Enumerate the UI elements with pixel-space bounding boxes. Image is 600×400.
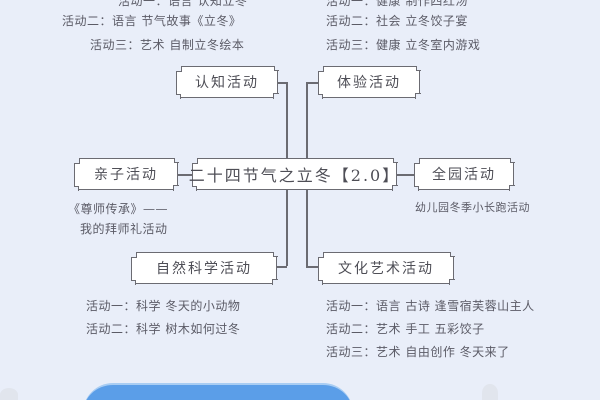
node-parent-child-activities[interactable]: 亲子活动 — [73, 157, 179, 191]
center-topic-label: 二十四节气之立冬【2.0】 — [188, 166, 401, 185]
connector-science-h — [277, 266, 287, 268]
cognitive-item-2: 活动二：语言 节气故事《立冬》 — [62, 14, 242, 28]
node-center-topic[interactable]: 二十四节气之立冬【2.0】 — [188, 157, 401, 191]
experience-item-2: 活动二：社会 立冬饺子宴 — [326, 14, 468, 28]
cognitive-item-3: 活动三：艺术 自制立冬绘本 — [90, 38, 245, 52]
connector-culture-h — [306, 266, 320, 268]
bottom-banner — [83, 383, 353, 400]
connector-wholepark-h — [396, 174, 414, 176]
node-cognitive-activities[interactable]: 认知活动 — [175, 65, 279, 99]
experience-item-1: 活动一：健康 制作四红汤 — [326, 0, 468, 8]
node-experience-activities[interactable]: 体验活动 — [317, 65, 421, 99]
decorative-tree-left — [0, 388, 18, 400]
node-whole-park-label: 全园活动 — [432, 167, 496, 183]
culture-art-item-2: 活动二：艺术 手工 五彩饺子 — [326, 322, 485, 336]
node-parent-child-label: 亲子活动 — [94, 167, 158, 183]
parent-child-item-2: 我的拜师礼活动 — [80, 222, 168, 236]
node-cognitive-label: 认知活动 — [195, 75, 259, 91]
node-science-label: 自然科学活动 — [156, 261, 252, 277]
connector-cognitive-h — [277, 82, 287, 84]
node-whole-park-activities[interactable]: 全园活动 — [413, 157, 515, 191]
node-culture-art-label: 文化艺术活动 — [338, 261, 434, 277]
connector-culture-v — [306, 190, 308, 266]
science-item-2: 活动二：科学 树木如何过冬 — [86, 322, 241, 336]
cognitive-item-1: 活动一：语言 认知立冬 — [118, 0, 248, 8]
connector-experience-v — [306, 82, 308, 158]
science-item-1: 活动一：科学 冬天的小动物 — [86, 299, 241, 313]
decorative-tree-right — [482, 384, 498, 400]
connector-parent-h — [178, 174, 192, 176]
node-experience-label: 体验活动 — [337, 75, 401, 91]
culture-art-item-1: 活动一：语言 古诗 逢雪宿芙蓉山主人 — [326, 299, 535, 313]
culture-art-item-3: 活动三：艺术 自由创作 冬天来了 — [326, 345, 510, 359]
node-culture-art-activities[interactable]: 文化艺术活动 — [317, 251, 455, 285]
experience-item-3: 活动三：健康 立冬室内游戏 — [326, 38, 481, 52]
connector-cognitive-v — [286, 82, 288, 158]
parent-child-item-1: 《尊师传承》—— — [68, 202, 169, 216]
whole-park-item-1: 幼儿园冬季小长跑活动 — [415, 201, 530, 214]
connector-experience-h — [306, 82, 320, 84]
node-science-activities[interactable]: 自然科学活动 — [130, 251, 278, 285]
connector-science-v — [286, 190, 288, 266]
